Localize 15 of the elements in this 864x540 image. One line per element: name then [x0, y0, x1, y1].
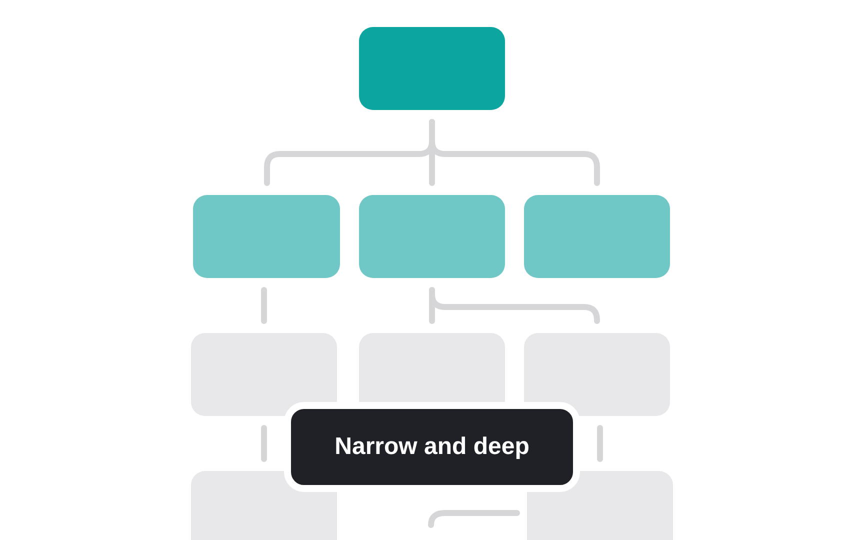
org-box [191, 333, 337, 416]
org-box [527, 471, 673, 540]
org-box [193, 195, 340, 278]
label-tooltip: Narrow and deep [284, 402, 580, 492]
org-box [359, 195, 505, 278]
org-box [191, 471, 337, 540]
connector-line [261, 287, 267, 324]
org-box [359, 27, 505, 110]
connector-line [429, 119, 600, 186]
org-box [524, 333, 670, 416]
connector-line [429, 287, 600, 324]
connector-line [597, 425, 603, 462]
org-box [524, 195, 670, 278]
connector-line [261, 425, 267, 462]
connector-line [428, 510, 520, 528]
